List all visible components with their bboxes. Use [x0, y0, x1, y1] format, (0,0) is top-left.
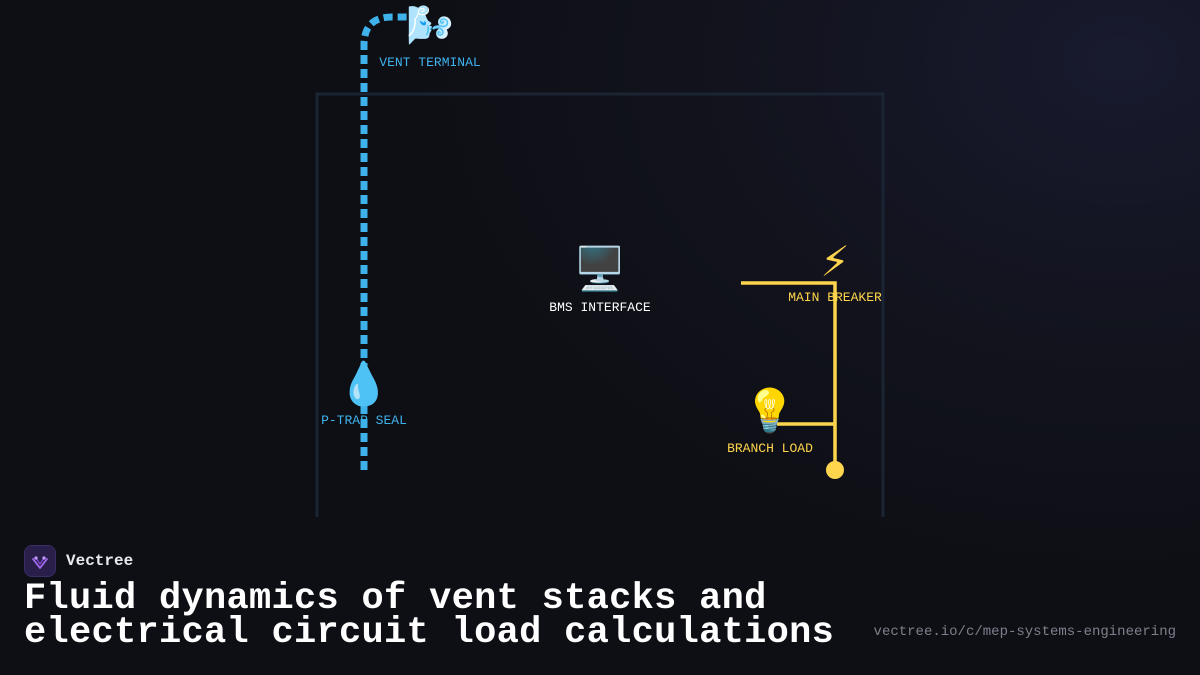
branch-load-label: BRANCH LOAD — [727, 441, 813, 456]
water-drop-icon: 💧 — [338, 359, 390, 408]
light-bulb-icon: 💡 — [744, 386, 796, 435]
electrical-feed-line — [741, 281, 837, 470]
mep-diagram: 🌬️ 💧 🖥️ ⚡ 💡 VENT TERMINAL P-TRAP SEAL BM… — [315, 3, 885, 517]
title-line-1: Fluid dynamics of vent stacks and — [24, 578, 767, 620]
brand-name: Vectree — [66, 552, 134, 570]
wind-icon: 🌬️ — [406, 3, 453, 47]
main-breaker-label: MAIN BREAKER — [788, 290, 882, 305]
title-line-2: electrical circuit load calculations — [24, 612, 835, 654]
building-outline — [315, 92, 885, 517]
computer-monitor-icon: 🖥️ — [574, 244, 626, 293]
course-url[interactable]: vectree.io/c/mep-systems-engineering — [873, 624, 1176, 640]
p-trap-seal-label: P-TRAP SEAL — [321, 413, 407, 428]
circuit-terminal-node — [826, 461, 844, 479]
vent-stack-pipe — [360, 13, 408, 470]
bms-interface-label: BMS INTERFACE — [549, 300, 651, 315]
lightning-bolt-icon: ⚡ — [820, 237, 850, 286]
page-title: Fluid dynamics of vent stacks and electr… — [24, 578, 835, 654]
vectree-logo-icon — [24, 545, 56, 577]
vent-terminal-label: VENT TERMINAL — [379, 55, 480, 70]
brand: Vectree — [24, 544, 133, 578]
